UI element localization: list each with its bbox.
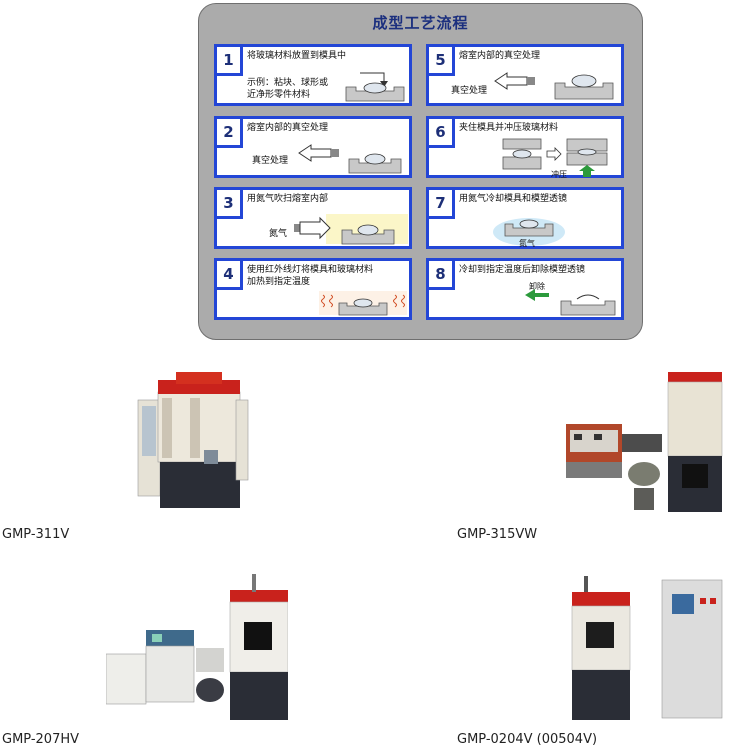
gmp-0204v-machine-image [571,576,723,720]
step-number: 7 [429,190,455,219]
step-text: 夹住模具并冲压玻璃材料 [459,123,559,133]
step-text: 用氮气冷却模具和模塑透镜 [459,194,568,204]
step-6: 6 夹住模具并冲压玻璃材料 冲压 [426,116,624,179]
step-7: 7 用氮气冷却模具和模塑透镜 氮气 [426,187,624,249]
gmp-315vw-machine-image [566,372,723,512]
step-1: 1 将玻璃材料放置到模具中 示例：粘块、球形或 近净形零件材料 [214,44,412,106]
step-3: 3 用氮气吹扫熔室内部 氮气 [214,187,412,249]
step-text: 用氮气吹扫熔室内部 [247,194,329,204]
gmp-311v-machine-image [137,372,249,508]
step-number: 2 [217,119,243,148]
step-number: 3 [217,190,243,219]
process-title: 成型工艺流程 [372,14,469,32]
nitrogen-purge-icon [294,214,408,245]
press-icon [502,138,608,177]
mold-loading-icon [345,72,405,102]
nitrogen-cooling-icon [493,218,565,246]
nitrogen-label: 氮气 [519,239,535,248]
infrared-heating-icon [319,291,407,316]
step-number: 6 [429,119,455,148]
gmp-207hv-machine-image [106,574,288,720]
vacuum-label: 真空处理 [451,86,488,96]
product-name: GMP-315VW [457,527,538,542]
nitrogen-label: 氮气 [269,229,288,239]
step-number: 5 [429,47,455,76]
product-name: GMP-0204V (00504V) [457,732,598,747]
step-8: 8 冷却到指定温度后卸除模塑透镜 卸除 [426,258,624,320]
step-number: 1 [217,47,243,76]
product-name: GMP-311V [2,527,70,542]
vacuum-icon [494,72,614,100]
press-label: 冲压 [551,170,567,179]
step-text: 将玻璃材料放置到模具中 [247,51,347,61]
step-2: 2 熔室内部的真空处理 真空处理 [214,116,412,178]
step-number: 4 [217,261,243,290]
step-5: 5 熔室内部的真空处理 真空处理 [426,44,624,106]
step-text: 使用红外线灯将模具和玻璃材料 加热到指定温度 [247,265,374,287]
step-text: 冷却到指定温度后卸除模塑透镜 [459,265,586,275]
vacuum-icon [298,144,402,174]
step-example: 示例：粘块、球形或 近净形零件材料 [247,78,329,100]
step-4: 4 使用红外线灯将模具和玻璃材料 加热到指定温度 [214,258,412,320]
process-panel: 成型工艺流程 1 将玻璃材料放置到模具中 示例：粘块、球形或 近净形零件材料 2… [198,3,643,340]
vacuum-label: 真空处理 [252,156,289,166]
step-text: 熔室内部的真空处理 [459,51,541,61]
product-name: GMP-207HV [2,732,80,747]
step-number: 8 [429,261,455,290]
step-text: 熔室内部的真空处理 [247,123,329,133]
unload-icon [525,289,616,316]
unload-label: 卸除 [529,282,545,291]
